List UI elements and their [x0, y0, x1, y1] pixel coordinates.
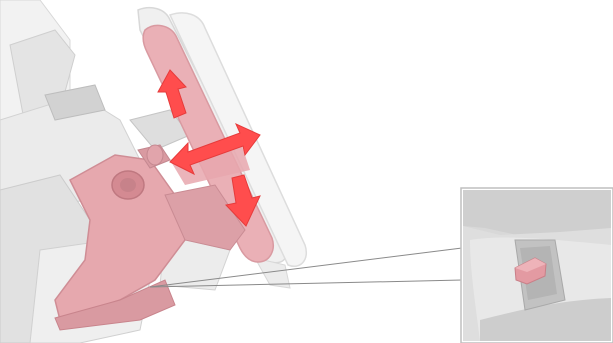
lever-detail-inset: [461, 188, 613, 343]
